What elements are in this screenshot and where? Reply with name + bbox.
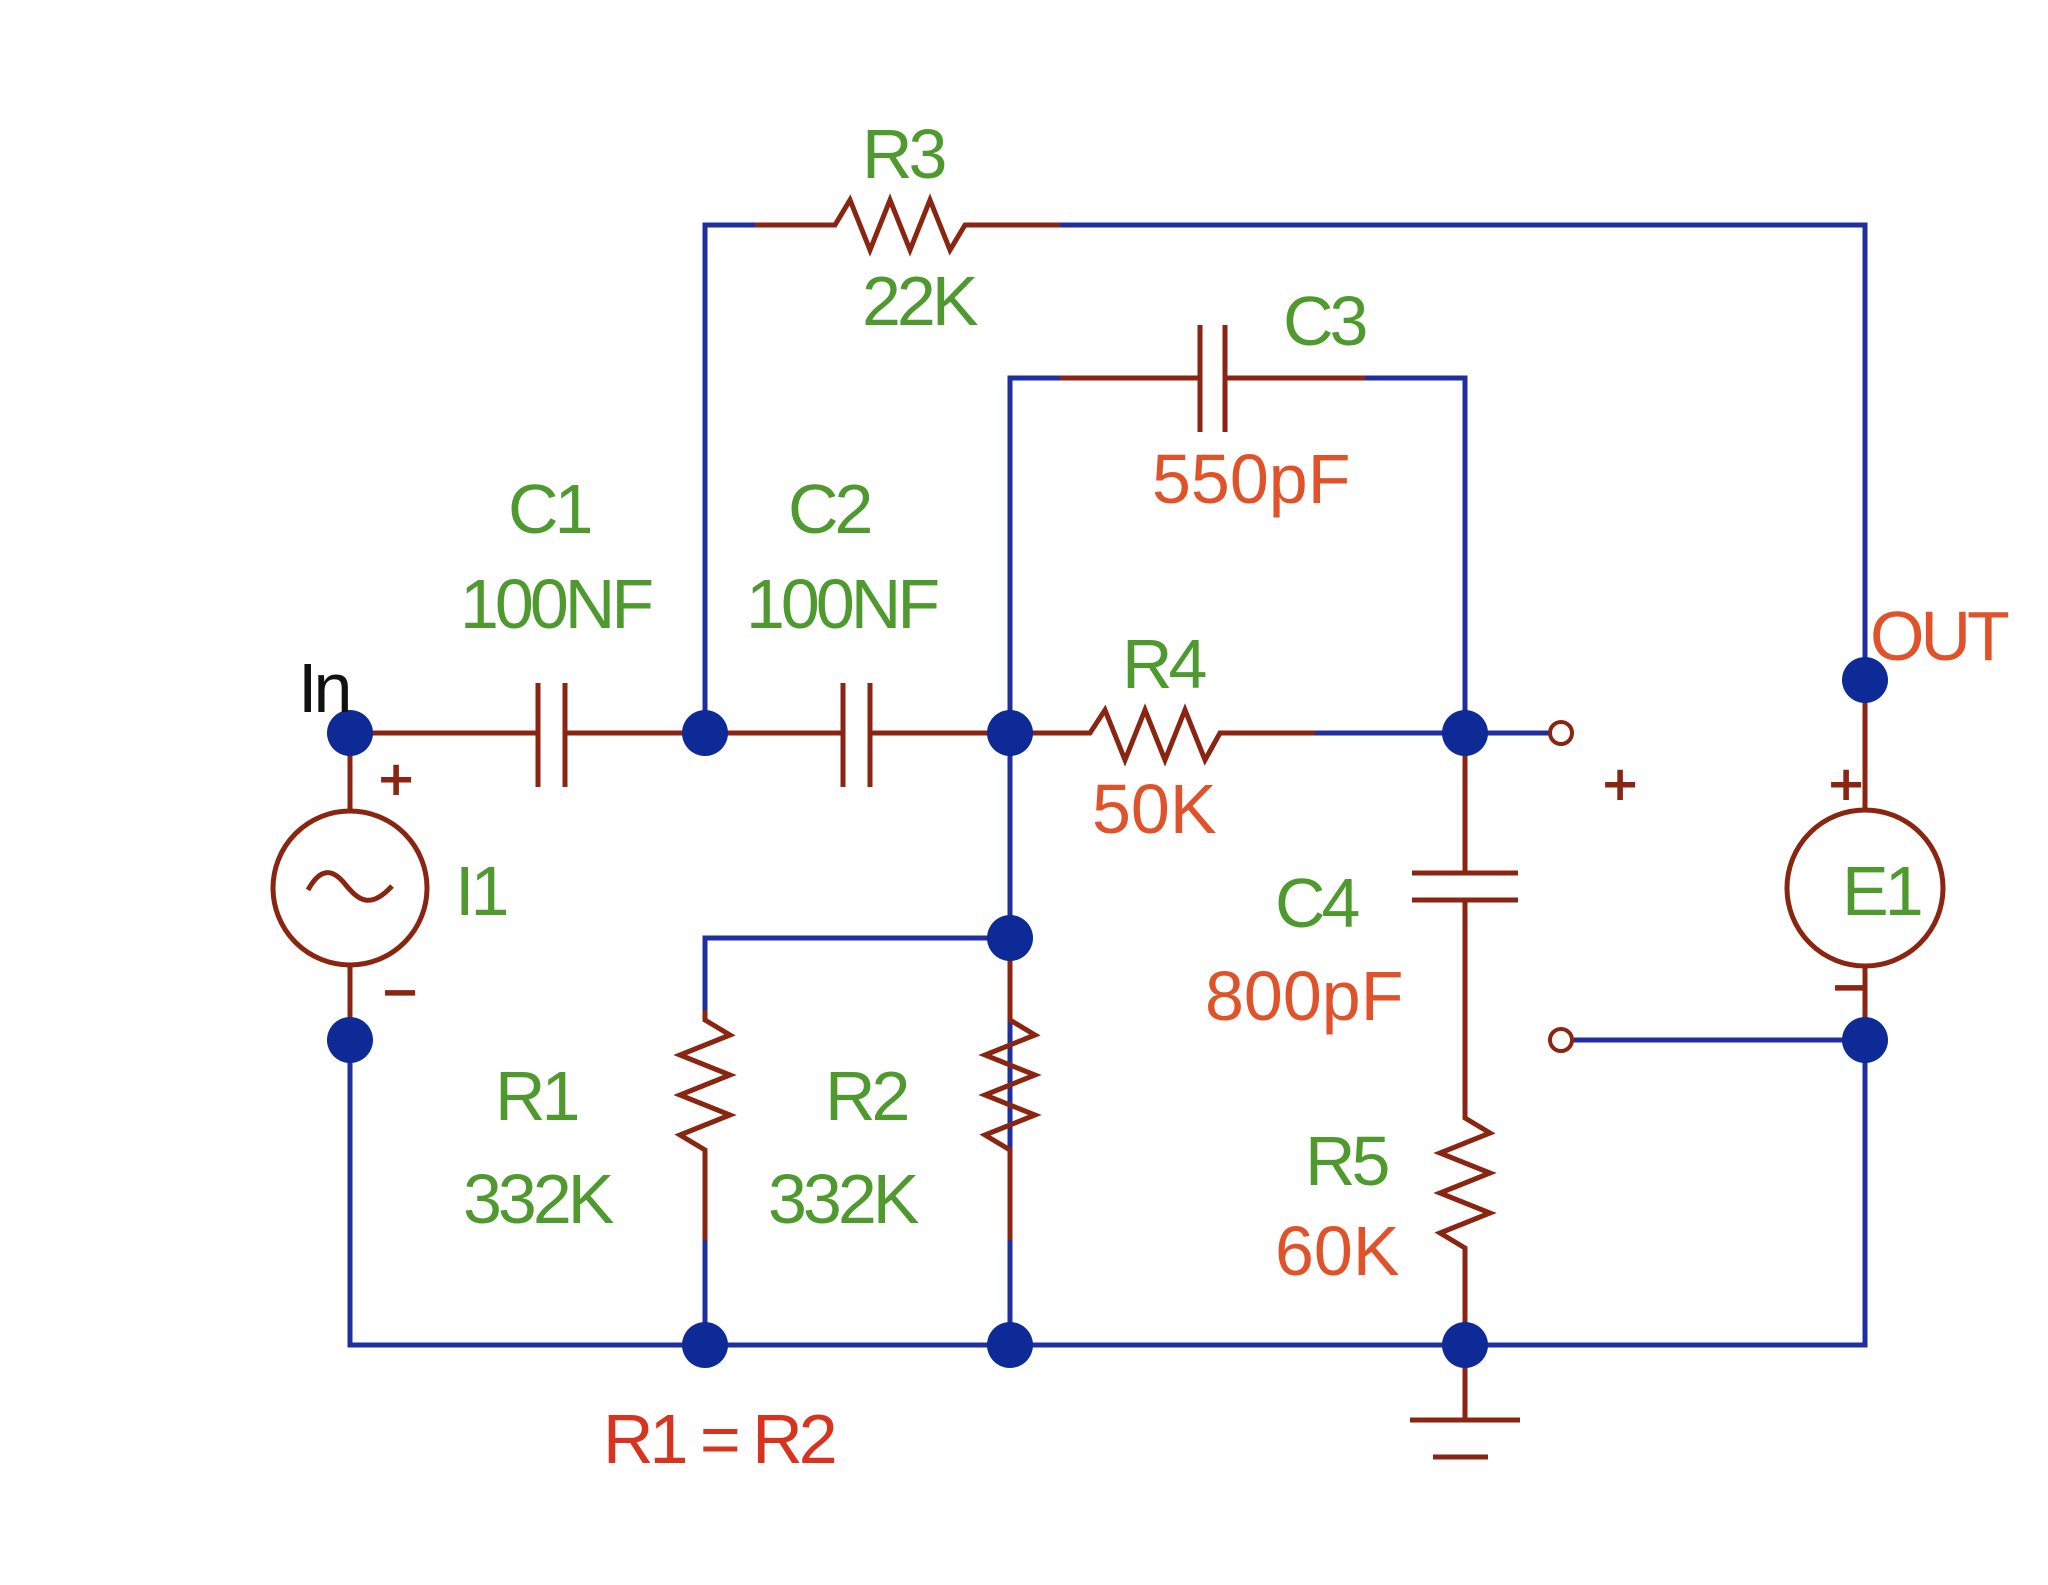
c4-name-label: C4 [1275,864,1359,942]
node-out[interactable] [1842,657,1888,703]
i1-name-label: I1 [455,852,506,930]
node-ground-r1[interactable] [682,1322,728,1368]
e1-minus-sign: − [1830,959,1870,1015]
c4-value-label: 800pF [1205,957,1403,1035]
r2-value-label: 332K [768,1160,919,1238]
junction-nodes [327,657,1888,1368]
node-c2-r4[interactable] [987,710,1033,756]
r1-value-label: 332K [463,1160,614,1238]
r1-resistor [673,1010,737,1240]
r5-value-label: 60K [1275,1212,1400,1290]
wire-ground-bus [347,1037,1868,1348]
node-i1-minus[interactable] [327,1017,373,1063]
node-e1-minus[interactable] [1842,1017,1888,1063]
r4-name-label: R4 [1122,625,1206,703]
resistor-equality-note: R1 = R2 [603,1400,835,1478]
c1-value-label: 100NF [460,565,651,643]
r3-name-label: R3 [862,115,945,193]
e1-plus-sign: + [1826,756,1866,812]
node-c1-c2[interactable] [682,710,728,756]
node-r4-c4[interactable] [1442,710,1488,756]
r3-value-label: 22K [862,262,978,340]
c3-name-label: C3 [1283,282,1366,360]
plus-open-terminal[interactable] [1548,720,1574,746]
wire-r1-top [702,935,1013,1013]
r5-resistor [1433,900,1497,1345]
e1-source-symbol [1784,807,1946,969]
r3-resistor [755,193,1060,257]
c2-name-label: C2 [788,470,871,548]
r2-name-label: R2 [825,1057,908,1135]
wire-r3-left [702,222,758,736]
r2-resistor [978,938,1042,1240]
node-r1-r2-top[interactable] [987,915,1033,961]
out-port-label: OUT [1870,597,2009,675]
r5-name-label: R5 [1305,1122,1388,1200]
r4-value-label: 50K [1092,770,1217,848]
c1-name-label: C1 [508,470,591,548]
i1-plus-sign: + [376,751,416,807]
node-ground-r2[interactable] [987,1322,1033,1368]
i1-source-symbol [270,808,430,968]
wire-c3-right [1362,375,1468,736]
r4-resistor [1010,703,1315,767]
r1-name-label: R1 [495,1057,578,1135]
e1-name-label: E1 [1842,852,1921,930]
node-in[interactable] [327,710,373,756]
wire-r3-right [1057,222,1868,683]
node-ground-r5[interactable] [1442,1322,1488,1368]
labels: In OUT C1 100NF C2 100NF R3 22K C3 550pF… [298,115,2013,1478]
c2-value-label: 100NF [746,565,937,643]
minus-open-terminal[interactable] [1548,1027,1574,1053]
in-port-label: In [298,649,348,727]
i1-minus-sign: − [380,964,420,1020]
wire-c3-left [1007,375,1063,736]
terminal-plus-sign: + [1600,756,1640,812]
sine-wave-icon [305,870,394,903]
c3-value-label: 550pF [1152,440,1350,518]
